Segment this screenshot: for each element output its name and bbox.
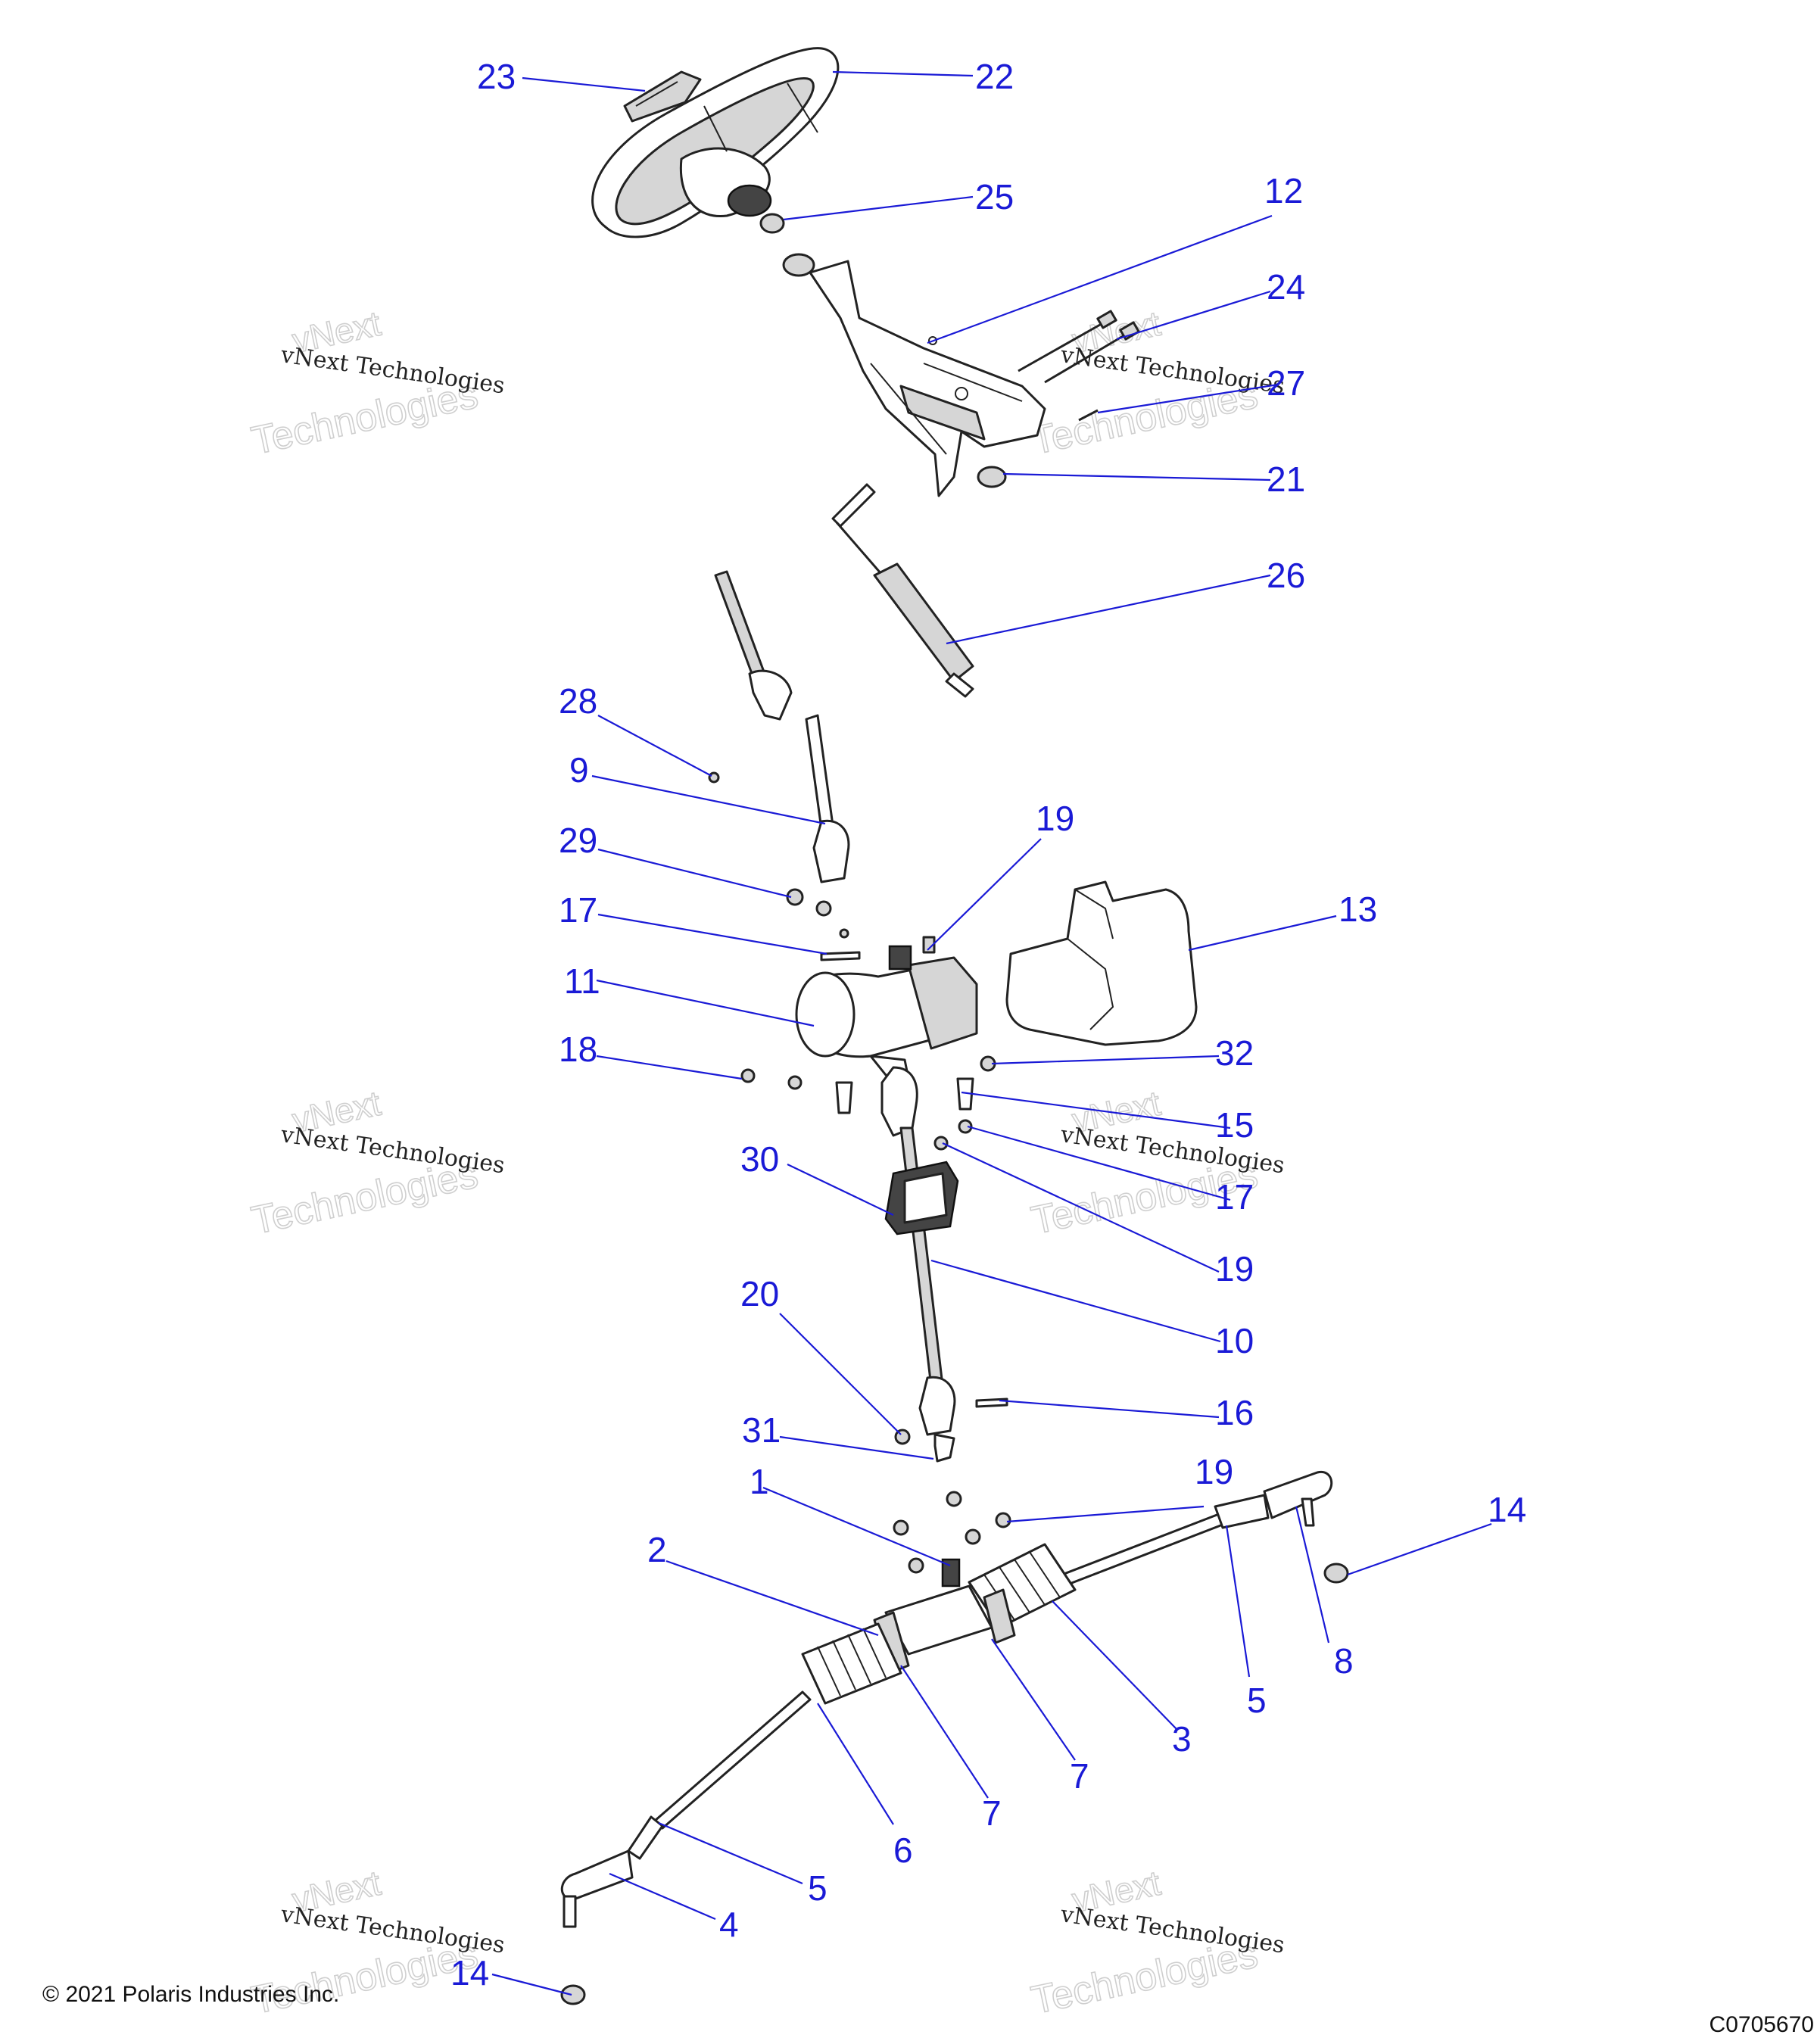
drawing-number: C0705670 <box>1709 2012 1814 2037</box>
callout-18: 18 <box>559 1030 597 1069</box>
part-gas-strut <box>831 483 974 698</box>
callout-4: 4 <box>719 1905 739 1944</box>
callout-10: 10 <box>1215 1321 1254 1360</box>
part-bolt-head <box>815 900 832 917</box>
part-bushing <box>977 466 1007 488</box>
callout-8: 8 <box>1334 1641 1354 1681</box>
callout-28: 28 <box>559 681 597 721</box>
part-washer <box>933 1136 949 1151</box>
callout-15: 15 <box>1215 1105 1254 1145</box>
callout-26: 26 <box>1267 556 1305 595</box>
part-long-bolts <box>1018 310 1140 384</box>
part-nut <box>893 1519 909 1536</box>
callout-23: 23 <box>477 57 516 96</box>
copyright-notice: © 2021 Polaris Industries Inc. <box>42 1982 340 2007</box>
callout-24: 24 <box>1267 267 1305 307</box>
part-nut <box>965 1528 981 1545</box>
callout-17: 17 <box>1215 1177 1254 1217</box>
part-eps-cover <box>1005 880 1198 1046</box>
leader-lines <box>491 70 1492 1996</box>
callout-5: 5 <box>1247 1681 1267 1720</box>
callout-12: 12 <box>1264 171 1303 210</box>
part-washer <box>740 1068 756 1083</box>
callout-20: 20 <box>740 1274 779 1313</box>
part-column-bracket <box>809 260 1046 497</box>
part-washer <box>787 1075 803 1090</box>
part-bolt <box>835 1081 853 1114</box>
callout-7: 7 <box>1070 1756 1089 1796</box>
callout-19: 19 <box>1195 1452 1233 1491</box>
part-washer <box>839 928 849 939</box>
part-small-screw <box>1078 409 1099 422</box>
part-nut <box>560 1984 586 2005</box>
callout-19: 19 <box>1215 1249 1254 1288</box>
part-steering-wheel <box>591 47 840 238</box>
part-eps-unit <box>795 936 978 1080</box>
callout-14: 14 <box>1488 1490 1526 1529</box>
part-bolt-head <box>786 888 804 906</box>
part-steering-cap <box>623 70 702 123</box>
part-nut <box>908 1557 924 1574</box>
callout-31: 31 <box>742 1410 781 1450</box>
callout-6: 6 <box>893 1831 913 1870</box>
callout-7: 7 <box>982 1793 1002 1833</box>
callout-29: 29 <box>559 821 597 860</box>
part-steering-rack <box>560 1470 1333 1928</box>
callout-14: 14 <box>450 1953 489 1993</box>
part-nut <box>759 213 785 234</box>
callout-17: 17 <box>559 890 597 930</box>
part-pin <box>820 951 861 961</box>
callout-25: 25 <box>975 177 1014 217</box>
part-boot-seal <box>884 1161 959 1235</box>
callout-19: 19 <box>1036 799 1074 838</box>
callout-21: 21 <box>1267 460 1305 499</box>
callout-5: 5 <box>808 1868 827 1908</box>
callout-9: 9 <box>569 750 589 790</box>
part-tiny-nut <box>708 771 720 784</box>
part-washer <box>958 1119 973 1134</box>
part-bushing <box>782 253 815 277</box>
callout-27: 27 <box>1267 363 1305 403</box>
callout-1: 1 <box>750 1462 769 1501</box>
callout-3: 3 <box>1172 1719 1192 1759</box>
callout-32: 32 <box>1215 1033 1254 1073</box>
part-nut <box>946 1491 962 1507</box>
callout-22: 22 <box>975 57 1014 96</box>
callout-13: 13 <box>1339 890 1377 929</box>
callout-30: 30 <box>740 1139 779 1179</box>
part-bolt <box>956 1077 974 1111</box>
part-nut <box>1323 1563 1349 1584</box>
part-nut <box>995 1512 1011 1528</box>
callout-2: 2 <box>647 1530 667 1569</box>
callout-16: 16 <box>1215 1393 1254 1432</box>
callout-11: 11 <box>564 961 600 1001</box>
callout-labels: 23 22 25 12 24 27 21 26 28 9 29 19 13 17… <box>450 57 1526 1993</box>
part-upper-shaft <box>714 570 850 883</box>
